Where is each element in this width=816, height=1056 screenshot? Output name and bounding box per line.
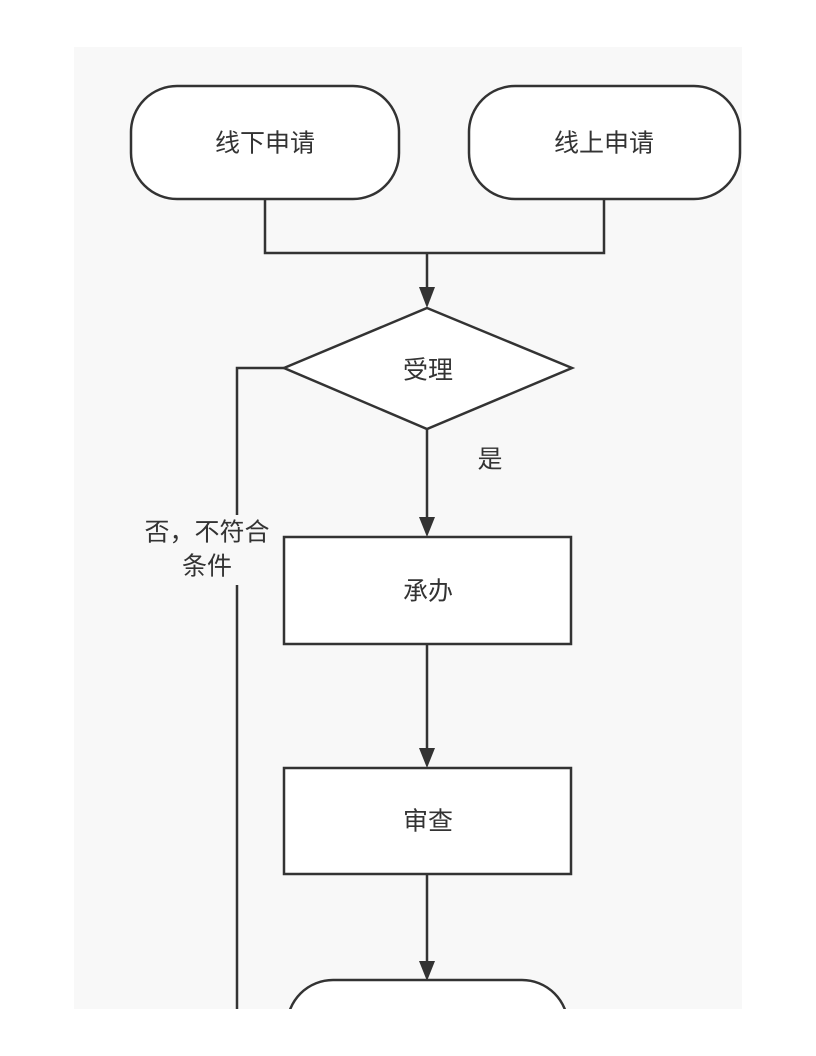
review-shape xyxy=(282,766,573,876)
no-branch-connector xyxy=(235,366,284,1009)
node-offline-apply[interactable]: 线下申请 xyxy=(129,84,401,201)
arrow-into-accept xyxy=(419,287,435,308)
end-shape xyxy=(288,978,567,1009)
arrow-into-handle xyxy=(419,517,435,537)
arrow-into-end xyxy=(419,961,435,981)
arrow-into-review xyxy=(419,748,435,768)
review-label: 审查 xyxy=(403,807,453,836)
node-end-partial[interactable] xyxy=(287,978,568,1009)
node-review[interactable]: 审查 xyxy=(282,766,573,876)
accept-label: 受理 xyxy=(403,356,453,385)
no-label-line2: 条件 xyxy=(182,552,232,581)
offline-apply-label: 线下申请 xyxy=(215,129,315,158)
no-label-backdrop xyxy=(136,515,278,585)
no-label-line1: 否，不符合 xyxy=(144,518,269,547)
handle-label: 承办 xyxy=(403,577,453,606)
merge-connector xyxy=(263,199,606,255)
flowchart: 线下申请 线上申请 受理 是 否，不符合 条件 承办 xyxy=(129,84,742,1009)
online-apply-label: 线上申请 xyxy=(554,129,654,158)
yes-label: 是 xyxy=(477,445,502,474)
node-accept-decision[interactable]: 受理 xyxy=(280,306,576,431)
node-online-apply[interactable]: 线上申请 xyxy=(467,84,742,201)
handle-shape xyxy=(282,535,573,646)
diagram-canvas: 线下申请 线上申请 受理 是 否，不符合 条件 承办 xyxy=(74,47,742,1009)
node-handle[interactable]: 承办 xyxy=(282,535,573,646)
